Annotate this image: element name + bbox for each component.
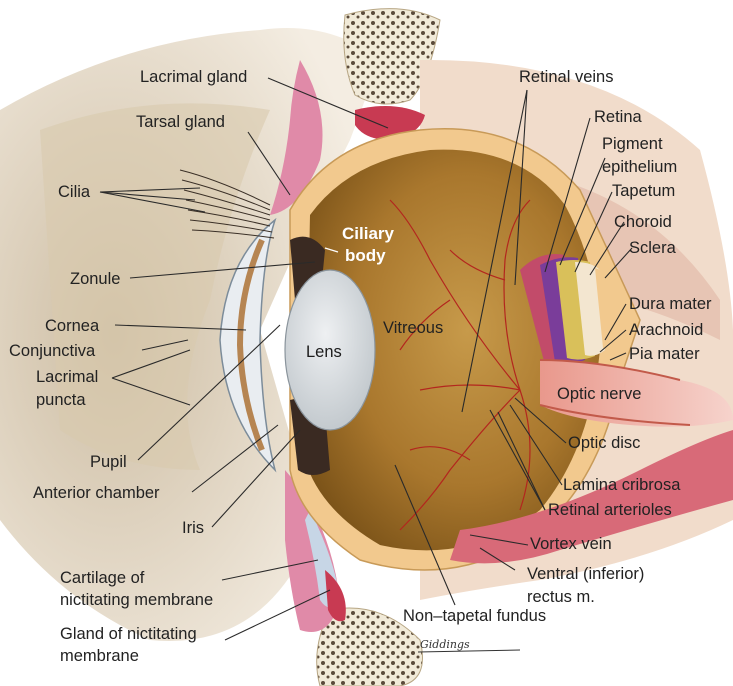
label-retinal-arterioles: Retinal arterioles xyxy=(548,500,672,520)
label-non-tapetal-fundus: Non–tapetal fundus xyxy=(403,606,546,626)
label-lacrimal-puncta-1: Lacrimal xyxy=(36,367,98,387)
label-pia-mater: Pia mater xyxy=(629,344,700,364)
label-vortex-vein: Vortex vein xyxy=(530,534,612,554)
label-gland-nict-1: Gland of nictitating xyxy=(60,624,197,644)
label-lamina-cribrosa: Lamina cribrosa xyxy=(563,475,680,495)
label-retina: Retina xyxy=(594,107,642,127)
label-ventral-2: rectus m. xyxy=(527,587,595,607)
label-pupil: Pupil xyxy=(90,452,127,472)
label-retinal-veins: Retinal veins xyxy=(519,67,613,87)
label-cornea: Cornea xyxy=(45,316,99,336)
label-choroid: Choroid xyxy=(614,212,672,232)
label-tapetum: Tapetum xyxy=(612,181,675,201)
label-pigment-1: Pigment xyxy=(602,134,663,154)
label-tarsal-gland: Tarsal gland xyxy=(136,112,225,132)
label-optic-disc: Optic disc xyxy=(568,433,640,453)
label-pigment-2: epithelium xyxy=(602,157,677,177)
label-optic-nerve: Optic nerve xyxy=(557,384,641,404)
label-zonule: Zonule xyxy=(70,269,120,289)
label-anterior-chamber: Anterior chamber xyxy=(33,483,160,503)
label-conjunctiva: Conjunctiva xyxy=(9,341,95,361)
label-cartilage-1: Cartilage of xyxy=(60,568,144,588)
label-ventral-1: Ventral (inferior) xyxy=(527,564,644,584)
label-ciliary-body-2: body xyxy=(345,246,386,266)
label-sclera: Sclera xyxy=(629,238,676,258)
signature-text: Giddings xyxy=(420,638,470,651)
label-lacrimal-gland: Lacrimal gland xyxy=(140,67,247,87)
label-arachnoid: Arachnoid xyxy=(629,320,703,340)
label-lens: Lens xyxy=(306,342,342,362)
label-ciliary-body-1: Ciliary xyxy=(342,224,394,244)
label-cilia: Cilia xyxy=(58,182,90,202)
label-iris: Iris xyxy=(182,518,204,538)
artist-signature: Giddings xyxy=(418,638,520,652)
label-gland-nict-2: membrane xyxy=(60,646,139,666)
label-cartilage-2: nictitating membrane xyxy=(60,590,213,610)
label-vitreous: Vitreous xyxy=(383,318,443,338)
label-lacrimal-puncta-2: puncta xyxy=(36,390,86,410)
label-dura-mater: Dura mater xyxy=(629,294,712,314)
